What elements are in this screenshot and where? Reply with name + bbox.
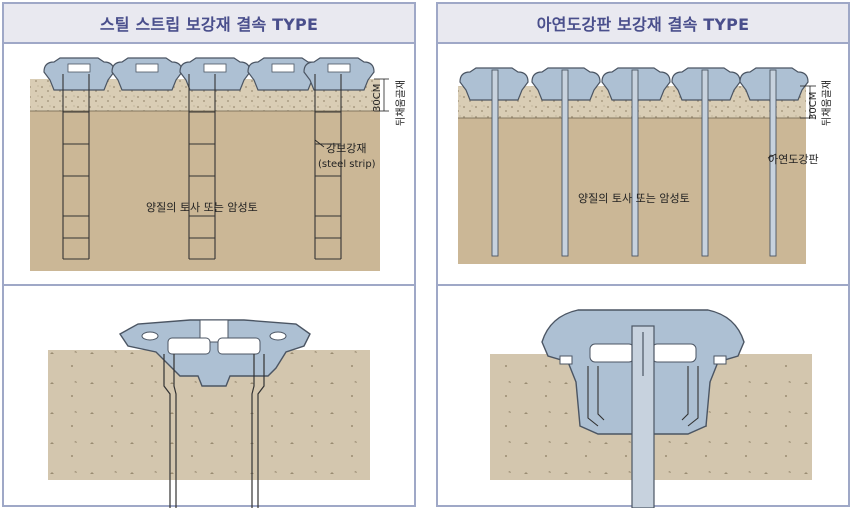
steel-strip-detail bbox=[163, 354, 265, 508]
galvanized-plate bbox=[701, 69, 709, 257]
galvanized-plate-detail-diagram bbox=[490, 309, 812, 508]
steel-strip-overview-diagram: 30CM 뒤채움골재 강보강재 (steel strip) 양질의 토사 또는 … bbox=[30, 57, 407, 271]
block bbox=[303, 57, 375, 91]
soil-label: 양질의 토사 또는 암성토 bbox=[146, 201, 258, 214]
steel-strip-panel: 스틸 스트립 보강재 결속 TYPE bbox=[2, 2, 416, 508]
galvanized-plates bbox=[491, 69, 777, 257]
steel-strip-title-bar: 스틸 스트립 보강재 결속 TYPE bbox=[4, 4, 414, 44]
steel-strip-title: 스틸 스트립 보강재 결속 TYPE bbox=[99, 15, 319, 34]
block-cap bbox=[199, 319, 229, 343]
depth-dimension bbox=[800, 85, 816, 119]
backfill-label: 뒤채움골재 bbox=[395, 80, 407, 126]
galvanized-plate-panel: 아연도강판 보강재 결속 TYPE bbox=[436, 2, 850, 508]
reinforcement-label: 강보강재 bbox=[326, 142, 366, 155]
depth-dimension bbox=[374, 78, 389, 112]
galvanized-plate-divider bbox=[438, 284, 848, 286]
galvanized-plate bbox=[769, 69, 777, 257]
galvanized-plate-detail bbox=[631, 325, 655, 508]
depth-label: 30CM bbox=[808, 92, 819, 120]
steel-strip-detail-diagram bbox=[48, 319, 370, 508]
steel-strip bbox=[62, 74, 90, 260]
steel-strip-ladders bbox=[62, 74, 342, 260]
galvanized-plate bbox=[491, 69, 499, 257]
galvanized-plate bbox=[561, 69, 569, 257]
galvanized-plate-title-bar: 아연도강판 보강재 결속 TYPE bbox=[438, 4, 848, 44]
backfill-label: 뒤채움골재 bbox=[821, 80, 833, 126]
steel-strip-divider bbox=[4, 284, 414, 286]
block-detail bbox=[118, 319, 311, 387]
block bbox=[111, 57, 183, 91]
soil-label: 양질의 토사 또는 암성토 bbox=[578, 192, 690, 205]
reinforcement-label: 아연도강판 bbox=[768, 153, 819, 166]
galvanized-plate-overview-diagram: 30CM 뒤채움골재 아연도강판 양질의 토사 또는 암성토 bbox=[458, 67, 833, 264]
galvanized-plate-title: 아연도강판 보강재 결속 TYPE bbox=[536, 15, 750, 34]
steel-strip bbox=[314, 74, 342, 260]
depth-label: 30CM bbox=[372, 84, 383, 112]
galvanized-plate bbox=[631, 69, 639, 257]
block-row bbox=[43, 57, 375, 91]
reinforcement-sublabel: (steel strip) bbox=[318, 159, 376, 170]
steel-strip bbox=[188, 74, 216, 260]
block bbox=[43, 57, 115, 91]
